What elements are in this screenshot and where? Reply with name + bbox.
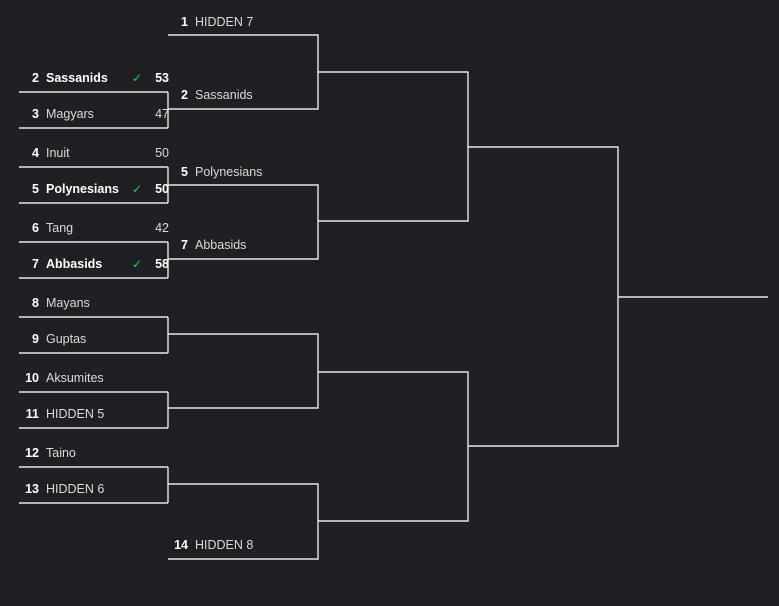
score: 42 xyxy=(155,221,169,235)
seed: 2 xyxy=(32,71,39,85)
team-name: Polynesians xyxy=(195,165,263,179)
slot-line xyxy=(318,371,469,522)
team-slot[interactable]: 10 Aksumites xyxy=(19,367,169,389)
slot-line xyxy=(318,71,469,222)
team-name: Aksumites xyxy=(46,371,104,385)
seed: 6 xyxy=(32,221,39,235)
team-slot[interactable]: 5 Polynesians ✓ 50 xyxy=(19,178,169,200)
team-slot[interactable]: 8 Mayans xyxy=(19,292,169,314)
team-slot[interactable]: 5 Polynesians xyxy=(168,161,318,183)
check-icon: ✓ xyxy=(131,71,143,85)
team-name: Sassanids xyxy=(195,88,253,102)
score: 50 xyxy=(155,146,169,160)
seed: 5 xyxy=(32,182,39,196)
team-slot[interactable]: 9 Guptas xyxy=(19,328,169,350)
team-slot[interactable]: 1 HIDDEN 7 xyxy=(168,11,318,33)
team-name: Abbasids xyxy=(195,238,247,252)
slot-line xyxy=(168,333,319,409)
team-name: Guptas xyxy=(46,332,87,346)
seed: 9 xyxy=(32,332,39,346)
team-name: Inuit xyxy=(46,146,70,160)
seed: 5 xyxy=(181,165,188,179)
team-slot[interactable]: 2 Sassanids ✓ 53 xyxy=(19,67,169,89)
team-slot[interactable]: 14 HIDDEN 8 xyxy=(168,534,318,556)
seed: 1 xyxy=(181,15,188,29)
slot-line xyxy=(468,146,619,447)
team-slot[interactable]: 2 Sassanids xyxy=(168,84,318,106)
team-name: Magyars xyxy=(46,107,94,121)
score: 50 xyxy=(155,182,169,196)
team-slot[interactable]: 7 Abbasids xyxy=(168,234,318,256)
seed: 11 xyxy=(25,407,39,421)
seed: 10 xyxy=(25,371,39,385)
seed: 14 xyxy=(174,538,188,552)
score: 47 xyxy=(155,107,169,121)
team-name: HIDDEN 8 xyxy=(195,538,254,552)
team-slot[interactable]: 11 HIDDEN 5 xyxy=(19,403,169,425)
check-icon: ✓ xyxy=(131,257,143,271)
team-slot[interactable]: 4 Inuit 50 xyxy=(19,142,169,164)
slot-line xyxy=(168,184,319,260)
team-name: HIDDEN 5 xyxy=(46,407,105,421)
team-slot[interactable]: 12 Taino xyxy=(19,442,169,464)
team-slot[interactable]: 13 HIDDEN 6 xyxy=(19,478,169,500)
team-name: Abbasids xyxy=(46,257,103,271)
seed: 4 xyxy=(32,146,39,160)
team-slot[interactable]: 3 Magyars 47 xyxy=(19,103,169,125)
team-name: Tang xyxy=(46,221,74,235)
score: 53 xyxy=(155,71,169,85)
seed: 7 xyxy=(181,238,188,252)
team-slot[interactable]: 7 Abbasids ✓ 58 xyxy=(19,253,169,275)
team-name: Polynesians xyxy=(46,182,119,196)
seed: 12 xyxy=(25,446,39,460)
team-name: HIDDEN 6 xyxy=(46,482,105,496)
seed: 8 xyxy=(32,296,39,310)
team-name: Sassanids xyxy=(46,71,108,85)
score: 58 xyxy=(155,257,169,271)
team-slot[interactable]: 6 Tang 42 xyxy=(19,217,169,239)
seed: 3 xyxy=(32,107,39,121)
seed: 7 xyxy=(32,257,39,271)
seed: 2 xyxy=(181,88,188,102)
check-icon: ✓ xyxy=(131,182,143,196)
team-name: Taino xyxy=(46,446,76,460)
team-name: Mayans xyxy=(46,296,90,310)
team-name: HIDDEN 7 xyxy=(195,15,254,29)
seed: 13 xyxy=(25,482,39,496)
